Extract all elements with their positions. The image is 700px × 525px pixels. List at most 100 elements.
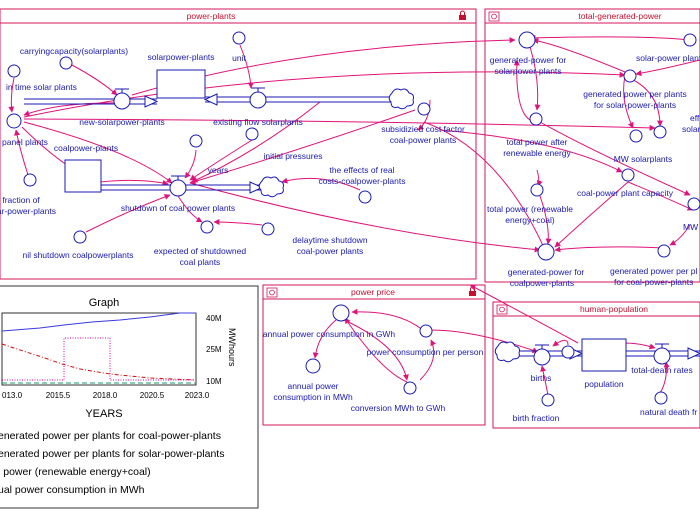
legend-item: l power (renewable energy+coal) bbox=[0, 466, 151, 478]
sector-total-generated-power[interactable]: total-generated-power bbox=[484, 8, 700, 283]
label-expected-shutdown-1: expected of shutdowned bbox=[154, 246, 246, 256]
label-power-per-person: power consumption per person bbox=[367, 347, 484, 357]
node-labels-power-plants: carryingcapacity(solarplants) unit in ti… bbox=[0, 46, 465, 267]
stock-population[interactable] bbox=[581, 338, 627, 372]
node-labels-population: births population total-death rates birt… bbox=[513, 365, 698, 423]
label-fraction-1: fraction of bbox=[2, 195, 40, 205]
label-gen-solar-2: solarpower-plants bbox=[494, 66, 561, 76]
label-gen-coal-1: generated-power for bbox=[508, 267, 585, 277]
label-panel-plants: panel plants bbox=[2, 137, 48, 147]
converters-price bbox=[305, 304, 433, 395]
label-population: population bbox=[584, 379, 624, 389]
label-coal-capacity: coal-power plant capacity bbox=[577, 188, 674, 198]
x-tick-label: 2023.0 bbox=[185, 391, 210, 400]
label-total-after-1: total power after bbox=[507, 137, 568, 147]
graph-legend: enerated power per plants for coal-power… bbox=[0, 430, 224, 496]
graph-y-ticks: 40M 25M 10M bbox=[206, 314, 222, 386]
sector-icon[interactable] bbox=[496, 304, 508, 315]
label-delaytime-1: delaytime shutdown bbox=[292, 235, 367, 245]
legend-item: ual power consumption in MWh bbox=[0, 484, 145, 496]
label-initial-pressures: initial pressures bbox=[263, 151, 322, 161]
valve-births[interactable] bbox=[533, 344, 551, 366]
sector-icon[interactable] bbox=[488, 11, 500, 22]
connector-links-price bbox=[312, 284, 670, 396]
valve-new-solarpower-plants[interactable] bbox=[113, 88, 131, 110]
label-mw: MW bbox=[683, 222, 698, 232]
label-solarpower-plants: solarpower-plants bbox=[147, 52, 214, 62]
label-nil-shutdown: nil shutdown coalpowerplants bbox=[22, 250, 133, 260]
label-gen-per-solar-2: for solar-power-plants bbox=[594, 100, 676, 110]
label-existing-flow-solarplants: existing flow solarplants bbox=[213, 117, 303, 127]
label-conversion: conversion MWh to GWh bbox=[351, 403, 446, 413]
label-annual-mwh-1: annual power bbox=[287, 381, 338, 391]
valve-total-death-rates[interactable] bbox=[653, 343, 671, 365]
sector-title-power-plants: power-plants bbox=[187, 11, 236, 21]
label-new-solarpower-plants: new-solarpower-plants bbox=[79, 117, 165, 127]
label-in-time-solar-plants: in time solar plants bbox=[6, 82, 77, 92]
label-natural-death: natural death fr bbox=[640, 407, 697, 417]
label-carrying-capacity: carryingcapacity(solarplants) bbox=[20, 46, 128, 56]
graph-plot-area bbox=[1, 312, 197, 386]
flow-arrowheads bbox=[144, 93, 700, 360]
sector-power-price[interactable]: power price bbox=[262, 284, 486, 426]
label-expected-shutdown-2: coal plants bbox=[180, 257, 221, 267]
graph-x-ticks: 013.0 2015.5 2018.0 2020.5 2023.0 bbox=[2, 391, 210, 400]
label-coalpower-plants: coalpower-plants bbox=[54, 143, 118, 153]
label-annual-mwh-2: consumption in MWh bbox=[273, 392, 353, 402]
graph-xlabel: YEARS bbox=[85, 408, 122, 420]
converters-population bbox=[541, 345, 668, 407]
converters-power-plants bbox=[6, 31, 431, 244]
label-gen-solar-1: generated-power for bbox=[490, 55, 567, 65]
label-effects-real-costs-2: costs-coalpower-plants bbox=[319, 176, 406, 186]
label-effects-real-costs-1: the effects of real bbox=[329, 165, 394, 175]
series-coal-per-plant bbox=[1, 343, 197, 381]
label-birth-fraction: birth fraction bbox=[513, 413, 560, 423]
label-eff-2: solar bbox=[682, 124, 700, 134]
y-tick-label: 40M bbox=[206, 314, 222, 323]
label-total-after-2: renewable energy bbox=[503, 148, 571, 158]
sector-title-power-price: power price bbox=[351, 287, 395, 297]
label-mw-solarplants: MW solarplants bbox=[614, 154, 673, 164]
sector-icon[interactable] bbox=[266, 287, 278, 298]
series-solar-per-plant bbox=[2, 337, 196, 381]
label-annual-gwh: annual power consumption in GWh bbox=[263, 329, 396, 339]
label-subsidized-cost-1: subsidizied cost factor bbox=[381, 124, 465, 134]
stock-coalpower-plants[interactable] bbox=[64, 159, 102, 193]
lock-icon[interactable] bbox=[469, 286, 476, 296]
label-shutdown-coal: shutdown of coal power plants bbox=[121, 203, 235, 213]
sector-power-plants[interactable]: power-plants bbox=[0, 8, 477, 280]
valve-shutdown-coal[interactable] bbox=[169, 175, 187, 197]
cloud-icons bbox=[258, 88, 520, 363]
label-total-power-1: total power (renewable bbox=[487, 204, 573, 214]
label-total-death-rates: total-death rates bbox=[631, 365, 692, 375]
series-total-power bbox=[1, 312, 196, 332]
label-unit: unit bbox=[232, 53, 246, 63]
label-gen-per-solar-1: generated power per plants bbox=[583, 89, 687, 99]
node-labels-price: annual power consumption in GWh power co… bbox=[263, 329, 484, 413]
label-gen-per-coal-1: generated power per pl bbox=[610, 266, 698, 276]
converters-tgp bbox=[518, 31, 700, 261]
legend-item: enerated power per plants for coal-power… bbox=[0, 430, 221, 442]
valve-existing-flow-solarplants[interactable] bbox=[249, 87, 267, 109]
label-solar-power-plants-tg: solar-power plants bbox=[636, 53, 700, 63]
sector-human-population[interactable]: human-population bbox=[492, 301, 700, 429]
x-tick-label: 2018.0 bbox=[93, 391, 118, 400]
label-years: years bbox=[208, 165, 229, 175]
graph-series bbox=[1, 312, 197, 384]
connector-links-tgp bbox=[513, 34, 700, 253]
graph-title: Graph bbox=[89, 297, 120, 309]
label-total-power-2: energy+coal) bbox=[505, 215, 555, 225]
y-tick-label: 10M bbox=[206, 377, 222, 386]
x-tick-label: 2020.5 bbox=[140, 391, 165, 400]
node-labels-tgp: generated-power for solarpower-plants so… bbox=[487, 53, 700, 288]
label-gen-per-coal-2: for coal-power-plants bbox=[614, 277, 693, 287]
label-gen-coal-2: coalpower-plants bbox=[510, 278, 574, 288]
x-tick-label: 013.0 bbox=[2, 391, 23, 400]
label-births: births bbox=[531, 373, 552, 383]
label-delaytime-2: coal-power plants bbox=[297, 246, 364, 256]
lock-icon[interactable] bbox=[459, 10, 466, 20]
graph-panel[interactable]: Graph 40M 25M 10M MWhours 013.0 2015.5 2… bbox=[0, 285, 259, 509]
label-subsidized-cost-2: coal-power plants bbox=[390, 135, 457, 145]
stock-solarpower-plants[interactable] bbox=[156, 69, 206, 99]
